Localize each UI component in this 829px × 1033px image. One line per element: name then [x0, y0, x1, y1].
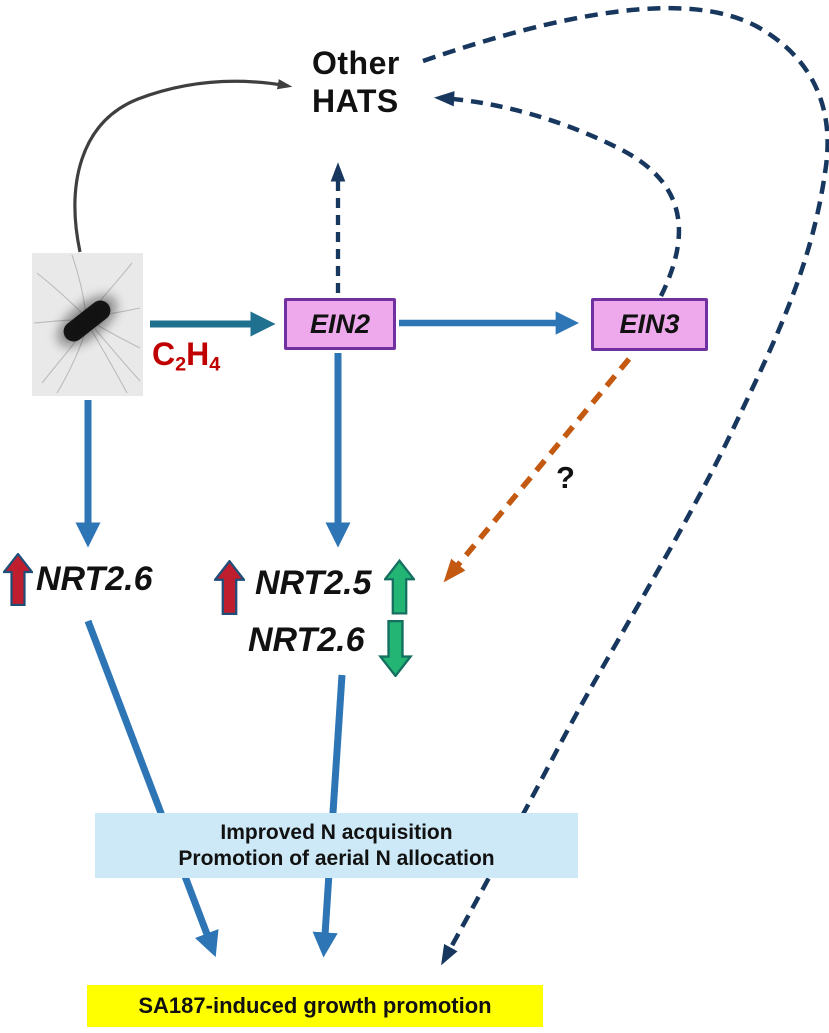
arrow-ein3-to-nrt-question — [443, 357, 632, 583]
ein2-box: EIN2 — [284, 298, 396, 350]
bacteria-micrograph — [32, 253, 143, 396]
bacterium-image — [32, 253, 143, 396]
nrt26-left-label: NRT2.6 — [36, 560, 153, 598]
arrow-nrt26-to-growth — [84, 619, 219, 958]
arrow-ein3-to-other-hats — [433, 91, 682, 297]
ein2-label: EIN2 — [309, 308, 371, 339]
growth-box-label: SA187-induced growth promotion — [138, 993, 492, 1018]
bacterium-body — [58, 296, 116, 346]
arrow-bacterium-to-other-hats — [73, 79, 293, 253]
nrt26-mid-label: NRT2.6 — [248, 621, 365, 659]
nrt25-label: NRT2.5 — [255, 564, 372, 602]
growth-promotion-box: SA187-induced growth promotion — [87, 985, 543, 1027]
green-up-arrow-icon — [384, 558, 415, 615]
green-down-arrow-icon — [378, 620, 413, 677]
c2h4-label: C2H4 — [152, 336, 220, 377]
other-hats-line2: HATS — [312, 83, 399, 119]
other-hats-line1: Other — [312, 45, 400, 81]
c2h4-h: H — [186, 336, 210, 372]
red-up-arrow-icon — [3, 553, 33, 606]
arrow-nrt25-to-growth — [312, 674, 346, 958]
other-hats-label: Other HATS — [312, 44, 400, 120]
ein3-box: EIN3 — [591, 298, 708, 351]
question-mark: ? — [556, 460, 575, 495]
red-up-arrow-icon — [214, 560, 245, 615]
n-acquisition-box: Improved N acquisition Promotion of aeri… — [95, 813, 578, 878]
n-box-line1: Improved N acquisition — [220, 821, 453, 844]
ein3-label: EIN3 — [619, 309, 680, 339]
c2h4-h-sub: 4 — [209, 353, 221, 376]
arrow-other-hats-to-growth — [422, 6, 829, 966]
c2h4-c: C — [152, 336, 176, 372]
c2h4-c-sub: 2 — [175, 353, 187, 376]
n-box-line2: Promotion of aerial N allocation — [178, 847, 495, 870]
